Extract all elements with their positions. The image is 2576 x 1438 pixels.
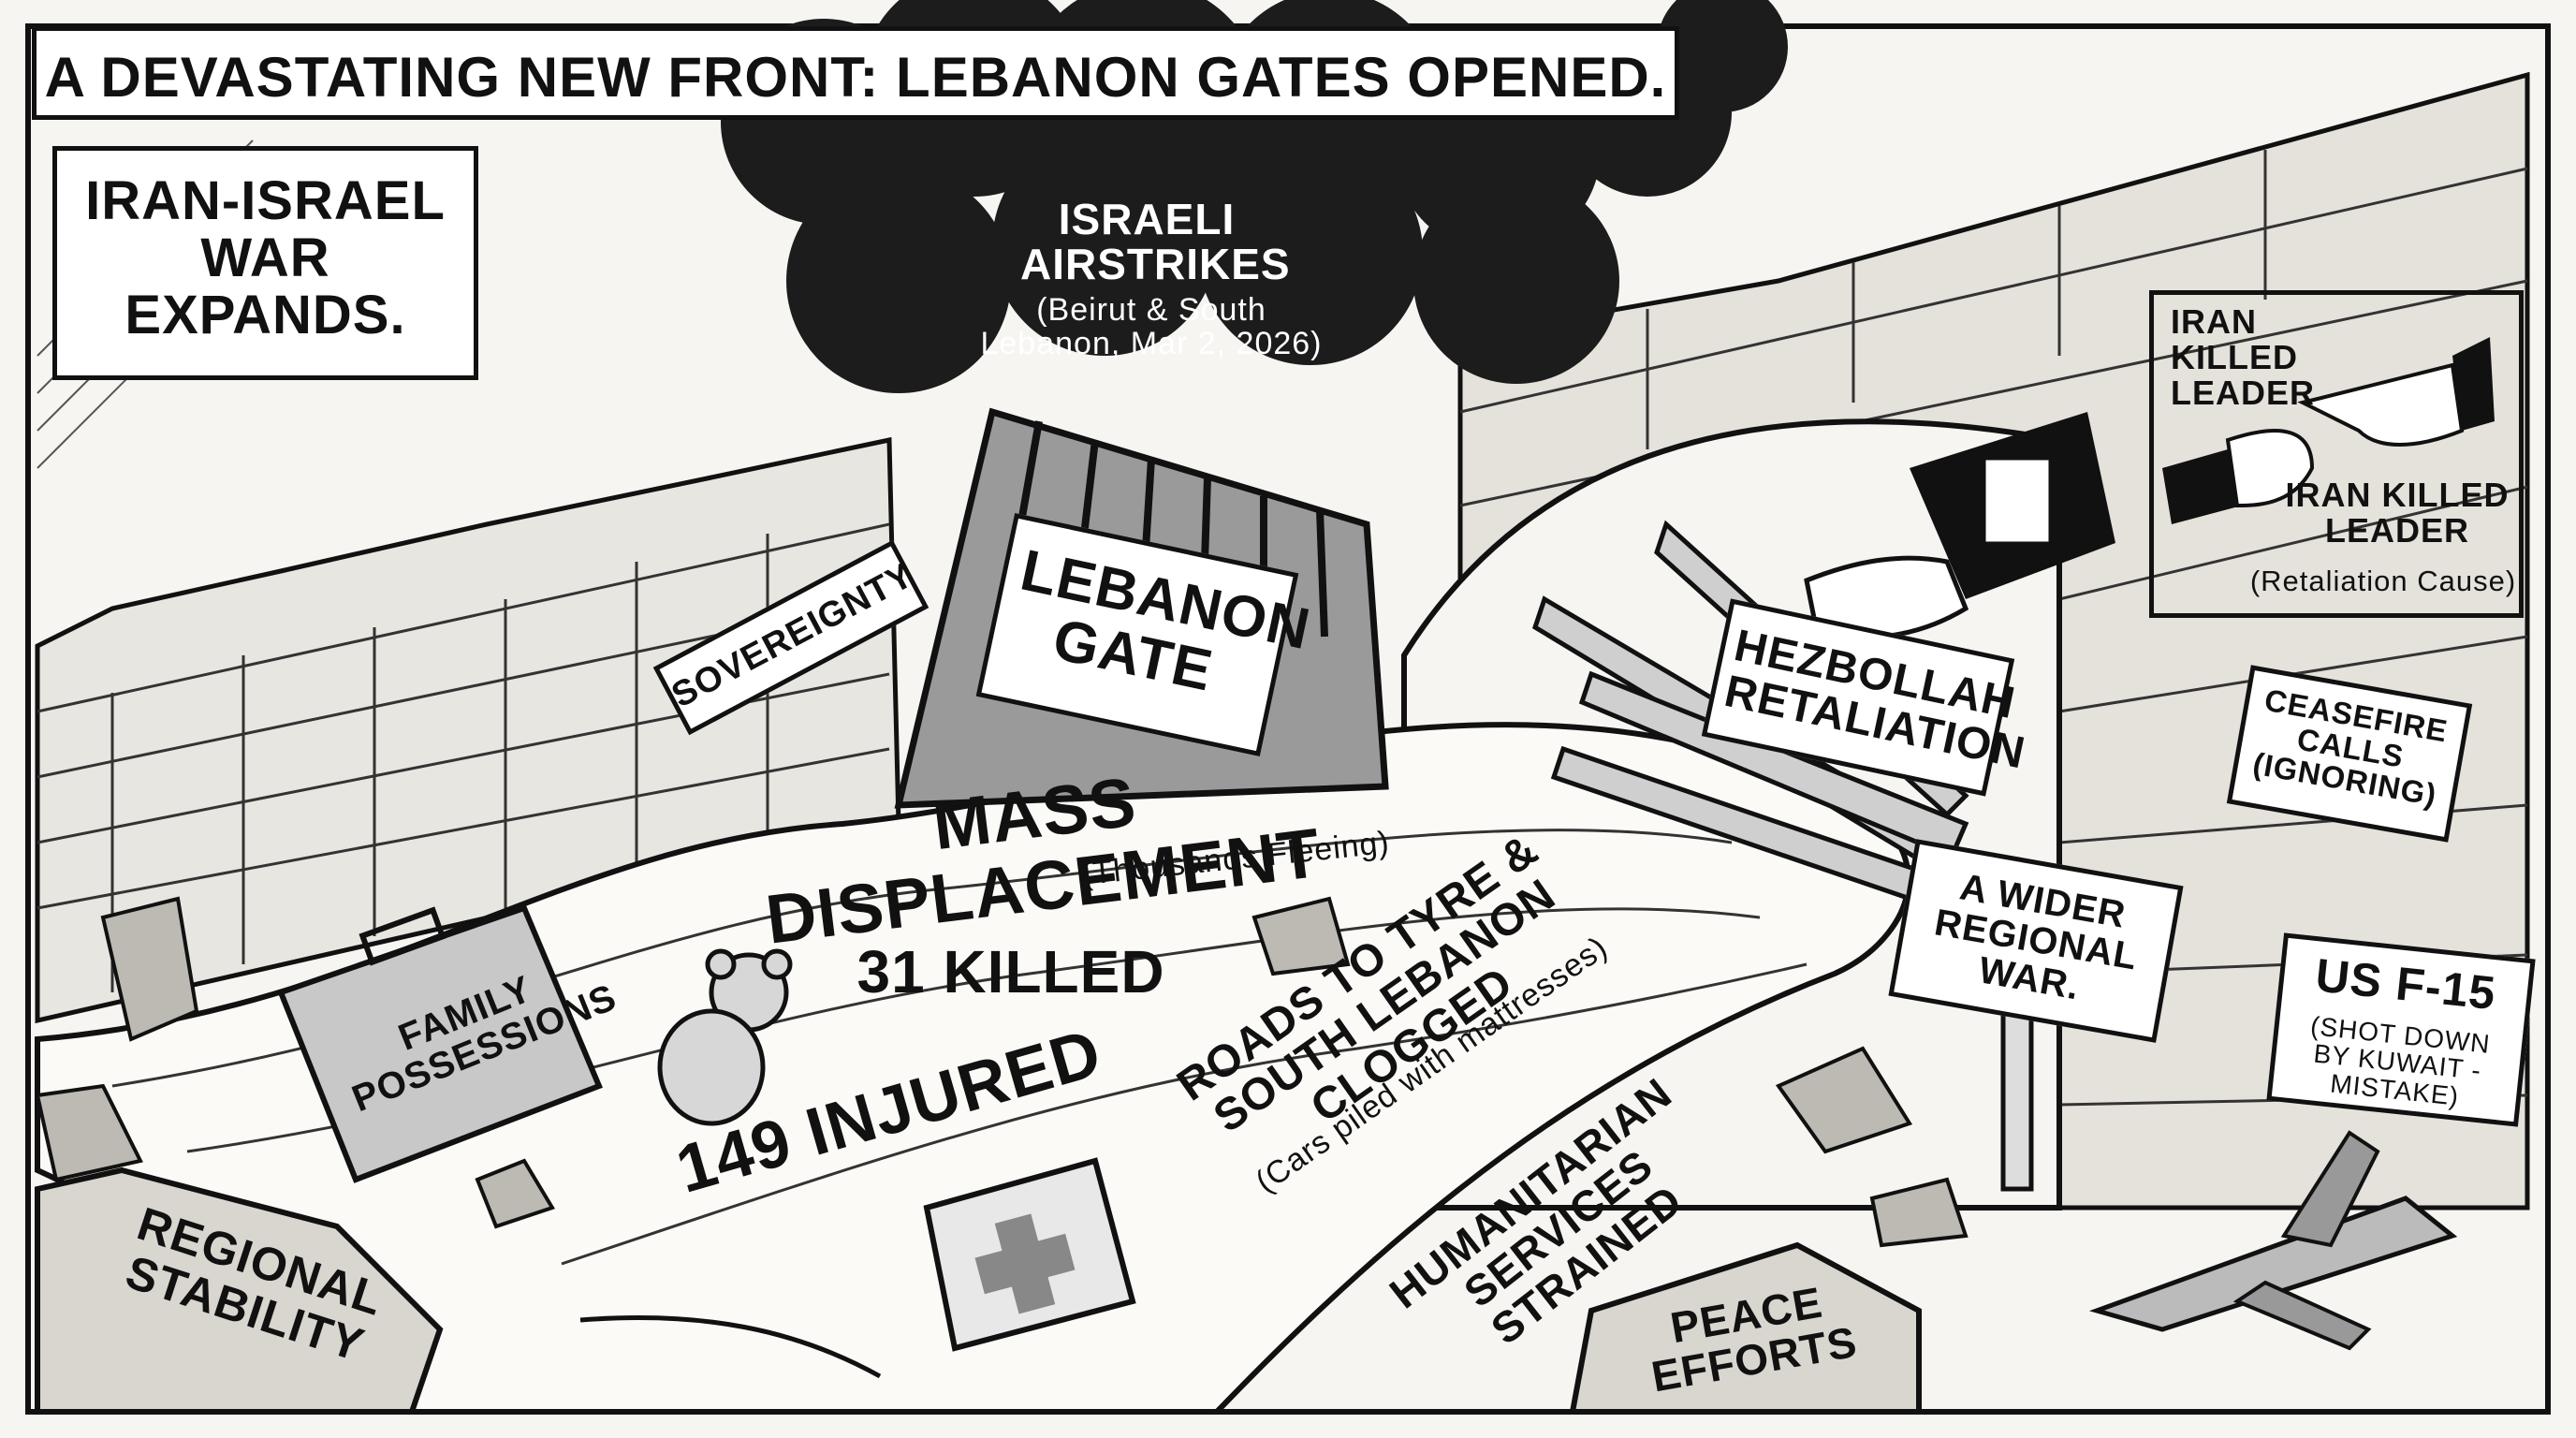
retaliation-inset: IRAN KILLED LEADER IRAN KILLED LEADER (R…: [2149, 290, 2524, 618]
olive-branch-icon: [579, 1315, 882, 1379]
teddy-bear-icon: [657, 948, 793, 1126]
stone-regional-stability: [35, 1167, 444, 1415]
lebanon-gate-text: LEBANON GATE: [1015, 537, 1316, 704]
f15-jet-icon: [2088, 1130, 2458, 1351]
headline-box: A DEVASTATING NEW FRONT: LEBANON GATES O…: [32, 26, 1679, 120]
stone-peace-efforts: [1569, 1241, 1922, 1415]
f15-sign: US F-15 (SHOT DOWN BY KUWAIT - MISTAKE): [2266, 932, 2536, 1127]
ceasefire-text: CEASEFIRE CALLS (IGNORING): [2250, 682, 2451, 813]
sign-post: [2000, 990, 2034, 1192]
pointing-hands-icon: [2162, 337, 2495, 524]
headline-text: A DEVASTATING NEW FRONT: LEBANON GATES O…: [44, 46, 1667, 109]
airstrikes-title: ISRAELI AIRSTRIKES: [1020, 195, 1291, 289]
inset-caption-sub: (Retaliation Cause): [2249, 565, 2517, 597]
inset-caption-top: IRAN KILLED LEADER: [2171, 302, 2316, 412]
f15-title: US F-15: [2313, 948, 2499, 1020]
airstrikes-detail: (Beirut & South Lebanon, Mar 2, 2026): [980, 292, 1323, 361]
first-aid-kit-icon: [923, 1157, 1136, 1352]
debris: [35, 896, 1969, 1248]
war-expands-box: IRAN-ISRAEL WAR EXPANDS.: [52, 146, 478, 380]
war-expands-text: IRAN-ISRAEL WAR EXPANDS.: [85, 170, 446, 345]
f15-detail: (SHOT DOWN BY KUWAIT - MISTAKE): [2308, 1010, 2493, 1111]
suitcase-icon: [277, 904, 603, 1183]
inset-caption-bottom: IRAN KILLED LEADER: [2285, 476, 2510, 550]
hezbollah-hand: [1804, 412, 2115, 639]
killed-count: 31 KILLED: [856, 938, 1165, 1005]
wider-war-text: A WIDER REGIONAL WAR.: [1931, 866, 2141, 1008]
